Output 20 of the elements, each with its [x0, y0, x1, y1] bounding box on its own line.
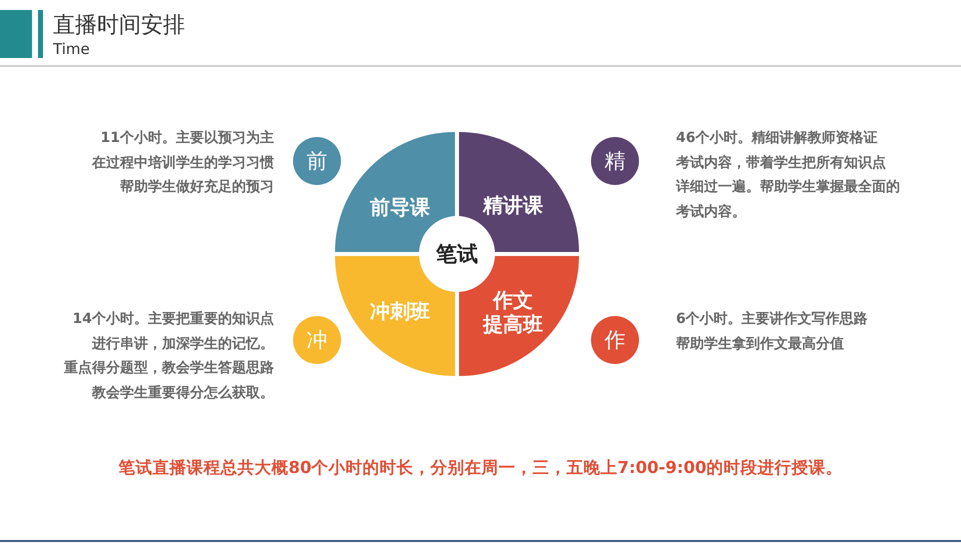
segment-label: 冲刺班: [370, 299, 430, 323]
segment-label: 精讲课: [483, 193, 543, 217]
description-text: 11个小时。主要以预习为主在过程中培训学生的学习习惯帮助学生做好充足的预习: [92, 128, 274, 197]
badge-label: 精: [604, 148, 626, 175]
segment-label: 作文提高班: [483, 288, 543, 336]
badge-label: 冲: [306, 327, 328, 354]
description-text: 46个小时。精细讲解教师资格证考试内容，带着学生把所有知识点详细过一遍。帮助学生掌握最全面的考试内容。: [676, 129, 900, 222]
description-text: 14个小时。主要把重要的知识点进行串讲，加深学生的记忆。重点得分题型，教会学生答题思路教会学生重要得分怎么获取。: [64, 310, 274, 402]
segment-label: 前导课: [370, 195, 430, 219]
description-text: 6个小时。主要讲作文写作思路帮助学生拿到作文最高分值: [676, 310, 868, 354]
badge-circle: [591, 137, 639, 185]
badge-label: 前: [306, 148, 328, 175]
badge-label: 作: [604, 327, 626, 354]
badge-circle: [293, 137, 341, 185]
page-title: 直播时间安排: [53, 12, 185, 40]
subtitle: Time: [53, 40, 90, 58]
center-label: 笔试: [435, 241, 479, 268]
badge-circle: [293, 316, 341, 364]
badge-circle: [591, 316, 639, 364]
summary-note: 笔试直播课程总共大概80个小时的时长，分别在周一，三，五晚上7:00-9:00的时段进行授课。: [118, 457, 844, 479]
